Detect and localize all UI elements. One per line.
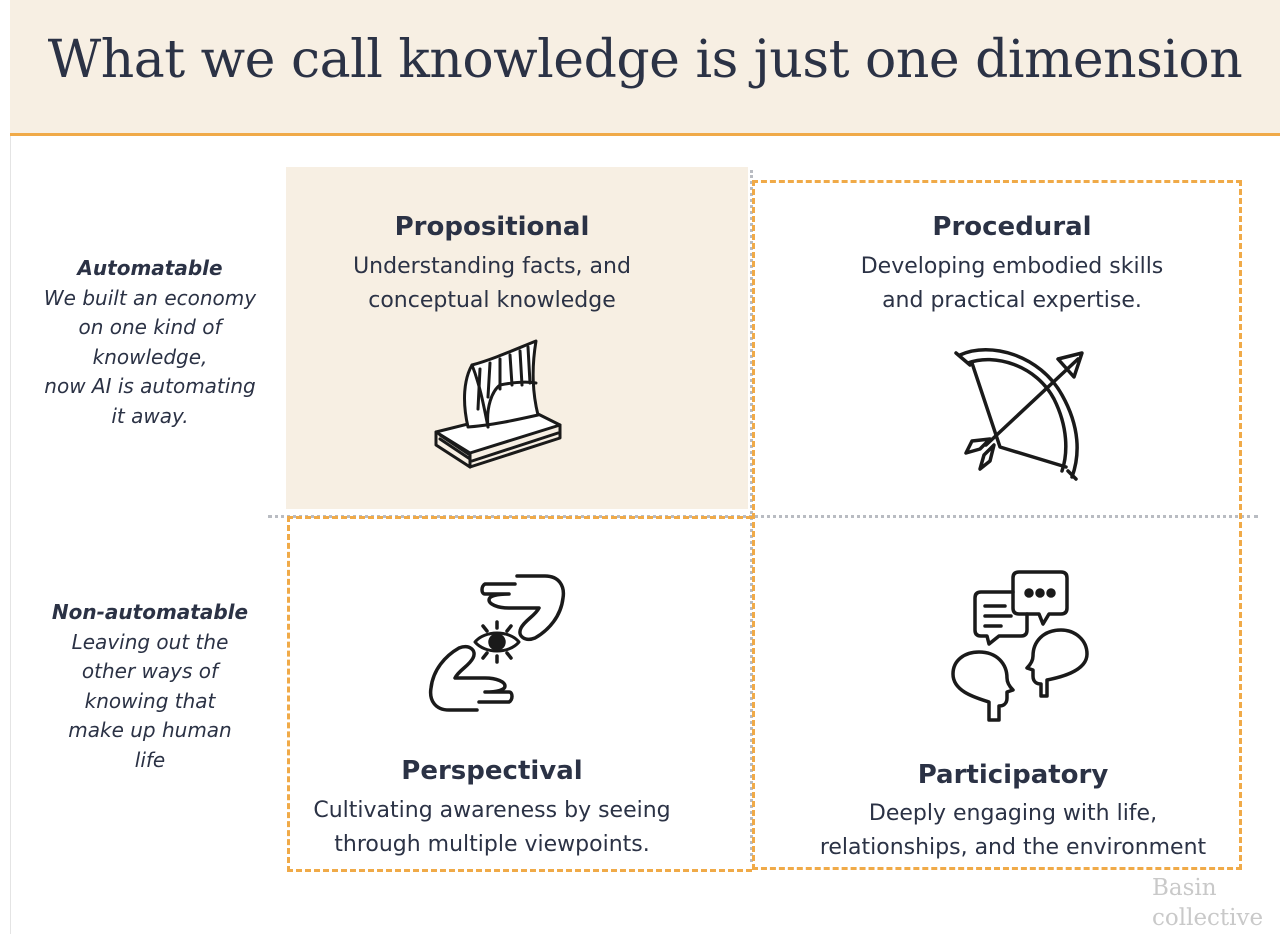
- perspectival-title: Perspectival: [401, 756, 583, 786]
- participatory-title: Participatory: [917, 760, 1109, 790]
- row-body: Leaving out the other ways of knowing th…: [68, 629, 232, 772]
- left-border: [10, 136, 11, 934]
- propositional-desc: Understanding facts, and conceptual know…: [353, 254, 631, 313]
- procedural-title: Procedural: [932, 212, 1092, 242]
- participatory-desc: Deeply engaging with life, relationships…: [819, 801, 1207, 860]
- row-heading: Non-automatable: [51, 600, 249, 624]
- heads-with-speech-bubbles-icon: [951, 570, 1089, 722]
- bow-and-arrow-icon: [954, 347, 1084, 481]
- eye-and-pointing-hands-icon: [428, 574, 566, 712]
- procedural-desc: Developing embodied skills and practical…: [860, 254, 1164, 313]
- header: What we call knowledge is just one dimen…: [10, 0, 1280, 136]
- book-icon: [434, 339, 562, 469]
- page-title: What we call knowledge is just one dimen…: [47, 30, 1243, 90]
- horizontal-divider: [268, 515, 1258, 518]
- row-body: We built an economy on one kind of knowl…: [43, 285, 257, 428]
- row-label-automatable: Automatable We built an economy on one k…: [20, 254, 280, 431]
- watermark: Basin collective: [1152, 875, 1264, 931]
- perspectival-desc: Cultivating awareness by seeing through …: [313, 798, 671, 857]
- row-heading: Automatable: [77, 256, 223, 280]
- row-label-non-automatable: Non-automatable Leaving out the other wa…: [20, 598, 280, 775]
- procedural-participatory-frame: [752, 180, 1242, 870]
- propositional-title: Propositional: [394, 212, 590, 242]
- perspectival-frame: [287, 516, 752, 872]
